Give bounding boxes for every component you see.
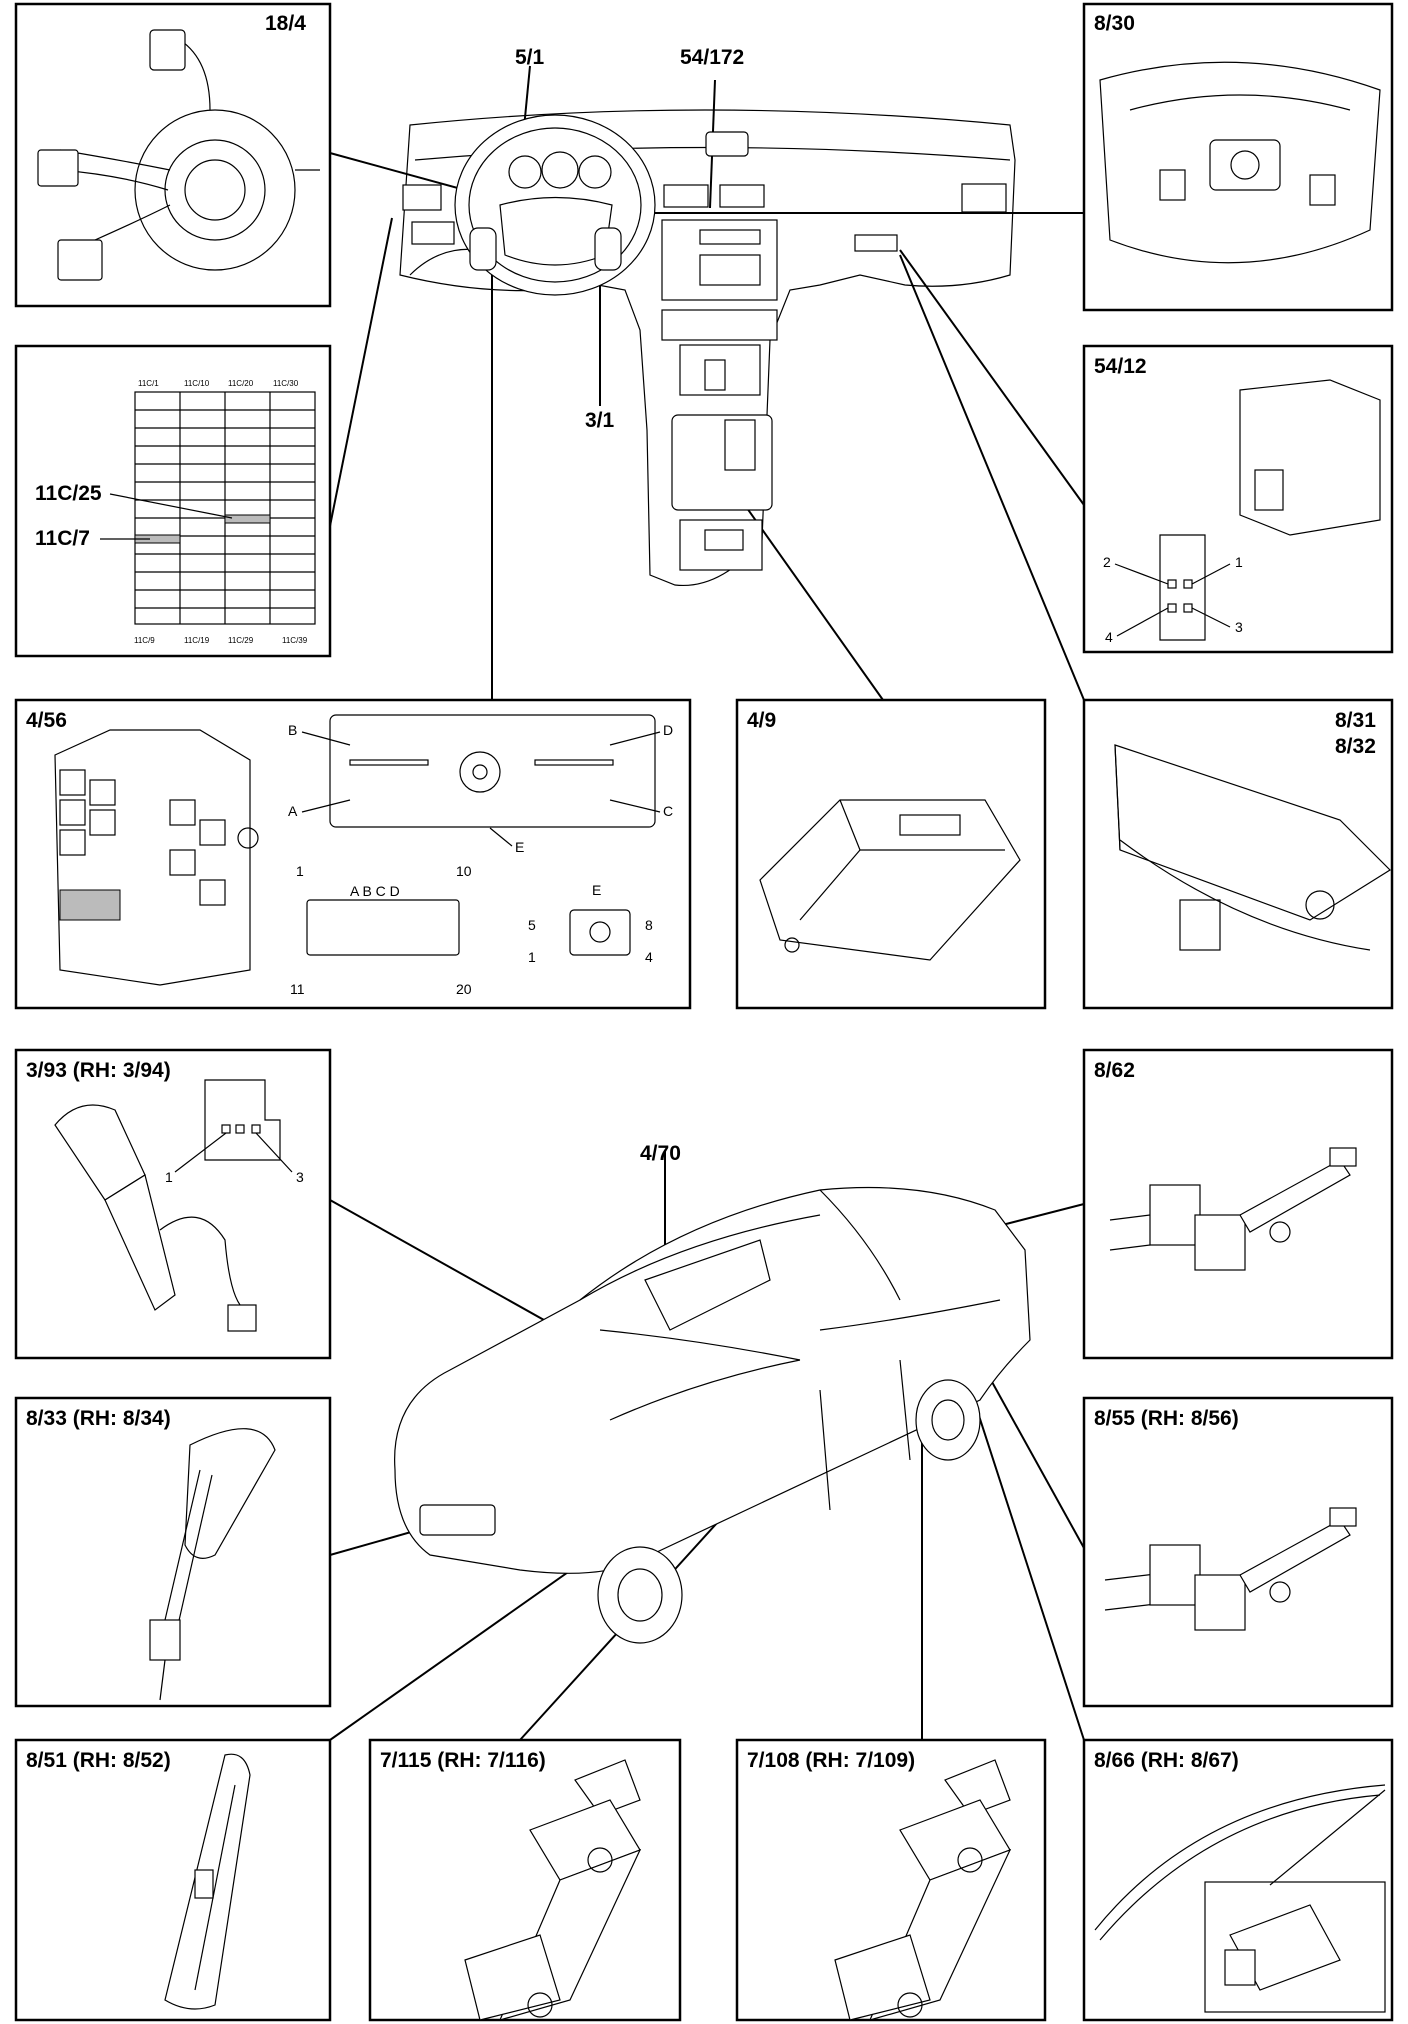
panel-label-7-108: 7/108 (RH: 7/109) [747, 1749, 915, 1772]
panel-label-8-30: 8/30 [1094, 12, 1135, 35]
side-label-d: D [663, 722, 673, 738]
fuse-label-bottom-3: 11C/29 [228, 636, 254, 645]
car-illustration [394, 1186, 1031, 1644]
fuse-label-top-2: 11C/10 [184, 379, 210, 388]
panel-fuse-box: 11C/1 11C/10 11C/20 11C/30 11C/9 11C/19 … [14, 344, 332, 658]
panel-label-8-51: 8/51 (RH: 8/52) [26, 1749, 171, 1772]
pin-label-20: 20 [456, 981, 472, 997]
abcd-label: A B C D [350, 883, 400, 899]
panel-8-33: 8/33 (RH: 8/34) [14, 1396, 332, 1708]
pin-label-1: 1 [1235, 554, 1243, 570]
panel-label-3-93: 3/93 (RH: 3/94) [26, 1059, 171, 1082]
panel-54-12: 54/12 2 1 4 3 [1082, 344, 1394, 654]
e-pin-8: 8 [645, 917, 653, 933]
belt-tensioner-illustration [149, 1428, 276, 1701]
panel-label-8-62: 8/62 [1094, 1059, 1135, 1082]
panel-4-9: 4/9 [735, 698, 1047, 1010]
panel-label-7-115: 7/115 (RH: 7/116) [380, 1749, 546, 1772]
panel-8-30: 8/30 [1082, 2, 1394, 312]
panel-7-115: 7/115 (RH: 7/116) [368, 1738, 682, 2022]
e-pin-5: 5 [528, 917, 536, 933]
pin-label-2: 2 [1103, 554, 1111, 570]
clock-spring-illustration [37, 29, 320, 281]
rear-pretensioner-illustration [1104, 1507, 1357, 1631]
seatbelt-buckle-illustration [54, 1104, 257, 1332]
fuse-label-top-4: 11C/30 [273, 379, 299, 388]
airbag-control-module-illustration [759, 799, 1021, 961]
callout-54-172: 54/172 [680, 46, 744, 69]
buckle-pin-1: 1 [165, 1169, 173, 1185]
pretensioner-illustration [1109, 1147, 1357, 1271]
pin-label-4: 4 [1105, 629, 1113, 645]
panel-8-66: 8/66 (RH: 8/67) [1082, 1738, 1394, 2022]
panel-label-8-55: 8/55 (RH: 8/56) [1094, 1407, 1239, 1430]
panel-8-55: 8/55 (RH: 8/56) [1082, 1396, 1394, 1708]
side-label-c: C [663, 803, 673, 819]
crash-sensor-illustration [464, 1759, 642, 2021]
panel-8-51: 8/51 (RH: 8/52) [14, 1738, 332, 2022]
e-pin-4: 4 [645, 949, 653, 965]
side-airbag-illustration [164, 1753, 251, 2010]
panel-label-8-66: 8/66 (RH: 8/67) [1094, 1749, 1239, 1772]
e-pin-1: 1 [528, 949, 536, 965]
passenger-airbag-illustration [1114, 744, 1391, 951]
side-label-a: A [288, 803, 298, 819]
car-label-4-70: 4/70 [640, 1142, 681, 1165]
panel-4-56: 4/56 B D A C E [14, 698, 692, 1010]
panel-18-4: 18/4 [14, 2, 332, 308]
panel-3-93: 3/93 (RH: 3/94) 1 3 [14, 1048, 332, 1360]
panel-label-4-9: 4/9 [747, 709, 776, 732]
connector-face-illustration [329, 714, 656, 828]
panel-8-62: 8/62 [1082, 1048, 1394, 1360]
panel-label-18-4: 18/4 [265, 12, 306, 35]
panel-label-54-12: 54/12 [1094, 355, 1147, 378]
fuse-label-bottom-1: 11C/9 [134, 636, 155, 645]
e-connector-label: E [592, 882, 601, 898]
switch-connector-illustration [1159, 379, 1381, 641]
driver-airbag-illustration [1099, 61, 1381, 264]
control-module-illustration [54, 729, 259, 986]
pin-label-3: 3 [1235, 619, 1243, 635]
pin-label-11: 11 [290, 981, 305, 997]
dashboard-illustration [399, 109, 1016, 587]
pin-label-10: 10 [456, 863, 472, 879]
panel-label-8-32: 8/32 [1335, 735, 1376, 758]
fuse-callout-11c25: 11C/25 [35, 482, 102, 505]
fuse-label-top-3: 11C/20 [228, 379, 254, 388]
side-label-e: E [515, 839, 524, 855]
side-label-b: B [288, 722, 297, 738]
panel-8-31: 8/31 8/32 [1082, 698, 1394, 1010]
callout-3-1: 3/1 [585, 409, 615, 432]
panel-label-8-31: 8/31 [1335, 709, 1376, 732]
pin-label-1-abcd: 1 [296, 863, 304, 879]
callout-5-1: 5/1 [515, 46, 545, 69]
side-sensor-illustration [834, 1759, 1012, 2021]
buckle-pin-3: 3 [296, 1169, 304, 1185]
panel-label-8-33: 8/33 (RH: 8/34) [26, 1407, 171, 1430]
inflatable-curtain-illustration [1094, 1784, 1386, 2013]
fuse-label-bottom-2: 11C/19 [184, 636, 210, 645]
fuse-label-bottom-4: 11C/39 [282, 636, 308, 645]
fuse-callout-11c7: 11C/7 [35, 527, 90, 550]
fuse-grid [134, 392, 315, 624]
panel-7-108: 7/108 (RH: 7/109) [735, 1738, 1047, 2022]
fuse-label-top-1: 11C/1 [138, 379, 159, 388]
panel-label-4-56: 4/56 [26, 709, 67, 732]
